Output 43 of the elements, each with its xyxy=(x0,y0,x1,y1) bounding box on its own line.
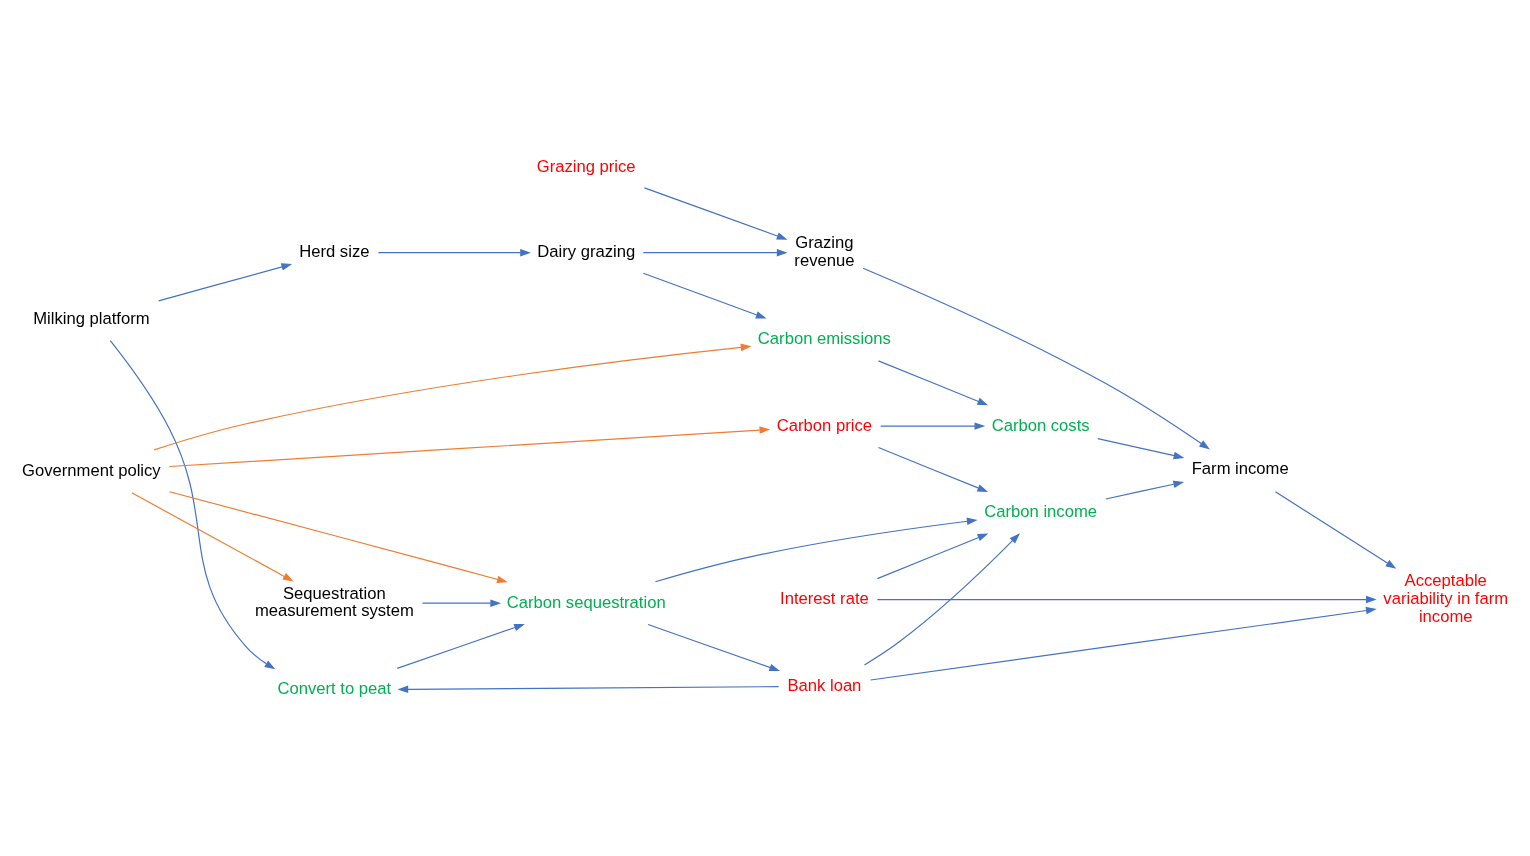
node-text: Acceptable variability in farm income xyxy=(1383,570,1509,626)
arrow xyxy=(131,491,294,581)
arrow xyxy=(168,490,508,583)
arrow xyxy=(643,186,788,240)
node-text: Government policy xyxy=(22,460,161,480)
node-text: Dairy grazing xyxy=(537,241,636,261)
arrow xyxy=(880,421,986,430)
arrow xyxy=(397,685,780,693)
arrow xyxy=(642,248,788,256)
arrow xyxy=(1097,437,1185,459)
arrow xyxy=(168,425,771,467)
node-text: Carbon income xyxy=(984,501,1097,521)
arrow xyxy=(870,606,1377,681)
node-text: Bank loan xyxy=(787,675,862,695)
node-text: Herd size xyxy=(299,241,370,261)
arrow xyxy=(876,595,1377,603)
node-text: Grazing price xyxy=(536,156,636,176)
arrow xyxy=(158,262,293,302)
arrow xyxy=(863,532,1020,665)
node-text: Carbon price xyxy=(776,415,872,435)
node-text: Convert to peat xyxy=(277,678,392,698)
arrow xyxy=(153,343,752,450)
node-text: Carbon sequestration xyxy=(506,592,666,612)
arrow xyxy=(421,598,502,607)
arrow xyxy=(862,267,1210,450)
node-text: Carbon costs xyxy=(991,415,1090,435)
arrow xyxy=(876,533,989,579)
arrow xyxy=(877,359,989,405)
arrow xyxy=(877,446,989,492)
node-text: Farm income xyxy=(1191,458,1289,478)
arrow xyxy=(396,623,525,669)
node-text: Grazing revenue xyxy=(794,232,855,270)
node-text: Carbon emissions xyxy=(757,328,891,348)
arrow xyxy=(642,272,767,319)
arrow xyxy=(654,517,978,582)
arrow xyxy=(1105,480,1185,500)
arrow xyxy=(109,339,276,669)
node-text: Milking platform xyxy=(33,308,150,328)
arrow xyxy=(1274,490,1397,569)
node-text: Interest rate xyxy=(780,588,869,608)
node-text: Sequestration measurement system xyxy=(254,583,414,620)
arrow xyxy=(377,248,531,256)
arrow xyxy=(647,623,781,671)
